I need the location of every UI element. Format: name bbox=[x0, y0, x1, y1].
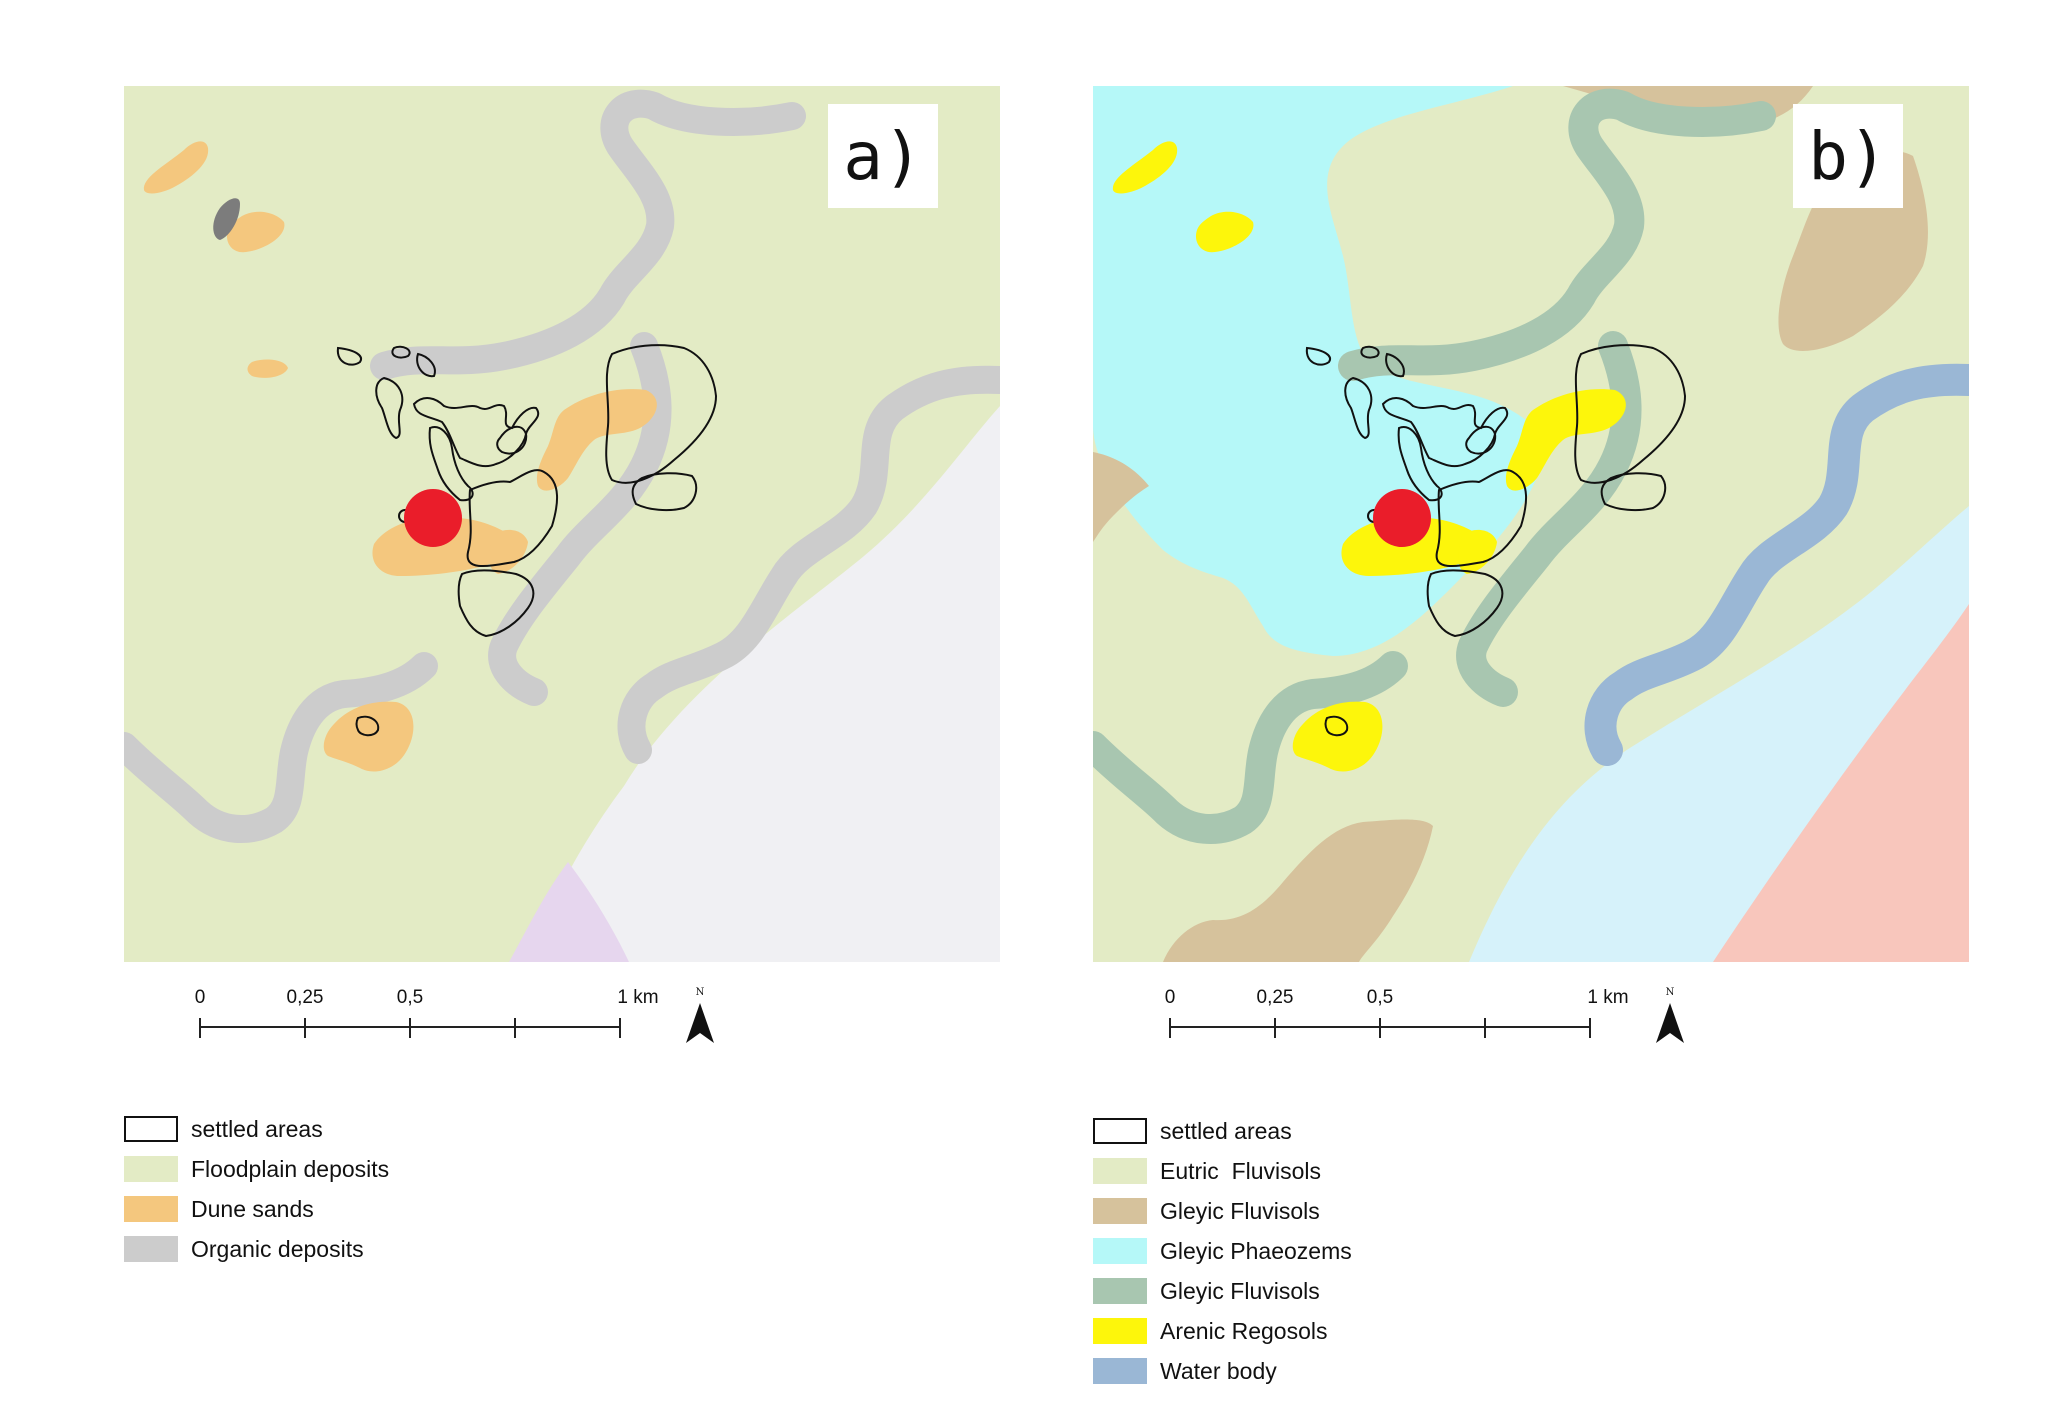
legend-label: Water body bbox=[1160, 1358, 1277, 1384]
legend-item: Gleyic Fluvisols bbox=[1093, 1272, 1653, 1312]
legend-swatch bbox=[1093, 1318, 1147, 1344]
salmon-area bbox=[1713, 604, 1969, 962]
legend-item: Arenic Regosols bbox=[1093, 1312, 1653, 1352]
legend-item: Floodplain deposits bbox=[124, 1150, 684, 1190]
dune-sand-patches bbox=[143, 141, 657, 772]
scale-tick bbox=[1169, 1018, 1171, 1038]
north-arrow-icon: N bbox=[680, 987, 720, 1051]
legend-label: settled areas bbox=[1160, 1118, 1292, 1144]
legend-item: Organic deposits bbox=[124, 1230, 684, 1270]
north-arrow-icon: N bbox=[1650, 987, 1690, 1051]
panel-label-b: b) bbox=[1793, 104, 1903, 208]
scale-tick bbox=[1379, 1018, 1381, 1038]
soil-map bbox=[1093, 86, 1969, 962]
legend-swatch bbox=[1093, 1198, 1147, 1224]
legend-swatch bbox=[1093, 1238, 1147, 1264]
dark-patch bbox=[213, 198, 240, 240]
legend-swatch bbox=[124, 1196, 178, 1222]
arenic-regosols-patches bbox=[1112, 141, 1626, 772]
legend-label: Dune sands bbox=[191, 1196, 314, 1222]
legend-item: settled areas bbox=[124, 1110, 684, 1150]
lilac-area bbox=[509, 862, 629, 962]
legend-item: Water body bbox=[1093, 1352, 1653, 1392]
gleyic-fluvisols-green-channels bbox=[1093, 88, 1776, 844]
scale-tick bbox=[199, 1018, 201, 1038]
scale-tick-label: 1 km bbox=[617, 987, 659, 1008]
scale-tick bbox=[409, 1018, 411, 1038]
north-label: N bbox=[1665, 987, 1675, 998]
site-marker[interactable] bbox=[1373, 489, 1431, 547]
legend-label: settled areas bbox=[191, 1116, 323, 1142]
scale-tick-label: 1 km bbox=[1587, 987, 1629, 1008]
scale-tick bbox=[1589, 1018, 1591, 1038]
scale-tick-label: 0 bbox=[1164, 987, 1176, 1008]
legend-swatch bbox=[124, 1116, 178, 1142]
water-body-river bbox=[1584, 363, 1969, 766]
legend-label: Gleyic Fluvisols bbox=[1160, 1278, 1320, 1304]
legend-label: Gleyic Fluvisols bbox=[1160, 1198, 1320, 1224]
legend-swatch bbox=[1093, 1158, 1147, 1184]
legend-item: Gleyic Phaeozems bbox=[1093, 1232, 1653, 1272]
legend-label: Organic deposits bbox=[191, 1236, 364, 1262]
legend-swatch bbox=[1093, 1358, 1147, 1384]
legend-swatch bbox=[124, 1156, 178, 1182]
legend-swatch bbox=[1093, 1278, 1147, 1304]
scale-tick bbox=[1274, 1018, 1276, 1038]
panel-label-a: a) bbox=[828, 104, 938, 208]
legend-item: Gleyic Fluvisols bbox=[1093, 1192, 1653, 1232]
scale-tick bbox=[1484, 1018, 1486, 1038]
legend-item: settled areas bbox=[1093, 1112, 1653, 1152]
map-panel-a[interactable]: a) bbox=[124, 86, 1000, 962]
legend-item: Eutric Fluvisols bbox=[1093, 1152, 1653, 1192]
legend-label: Gleyic Phaeozems bbox=[1160, 1238, 1352, 1264]
legend-label: Arenic Regosols bbox=[1160, 1318, 1328, 1344]
scale-bar-a: 0 0,25 0,5 1 km N bbox=[190, 985, 750, 1065]
organic-channels bbox=[124, 89, 1000, 843]
legend-label: Eutric Fluvisols bbox=[1160, 1158, 1322, 1184]
legend-swatch bbox=[1093, 1118, 1147, 1144]
legend-item: Dune sands bbox=[124, 1190, 684, 1230]
legend-label: Floodplain deposits bbox=[191, 1156, 390, 1182]
scale-tick-label: 0,25 bbox=[1256, 987, 1294, 1008]
scale-tick-label: 0 bbox=[194, 987, 206, 1008]
scale-bar-b: 0 0,25 0,5 1 km N bbox=[1160, 985, 1720, 1065]
geology-map bbox=[124, 86, 1000, 962]
scale-tick bbox=[619, 1018, 621, 1038]
site-marker[interactable] bbox=[404, 489, 462, 547]
scale-tick bbox=[514, 1018, 516, 1038]
scale-tick-label: 0,5 bbox=[396, 987, 424, 1008]
scale-tick-label: 0,5 bbox=[1366, 987, 1394, 1008]
scale-tick-label: 0,25 bbox=[286, 987, 324, 1008]
legend-swatch bbox=[124, 1236, 178, 1262]
north-label: N bbox=[695, 987, 705, 998]
scale-tick bbox=[304, 1018, 306, 1038]
map-panel-b[interactable]: b) bbox=[1093, 86, 1969, 962]
terrace-area bbox=[524, 406, 1000, 962]
